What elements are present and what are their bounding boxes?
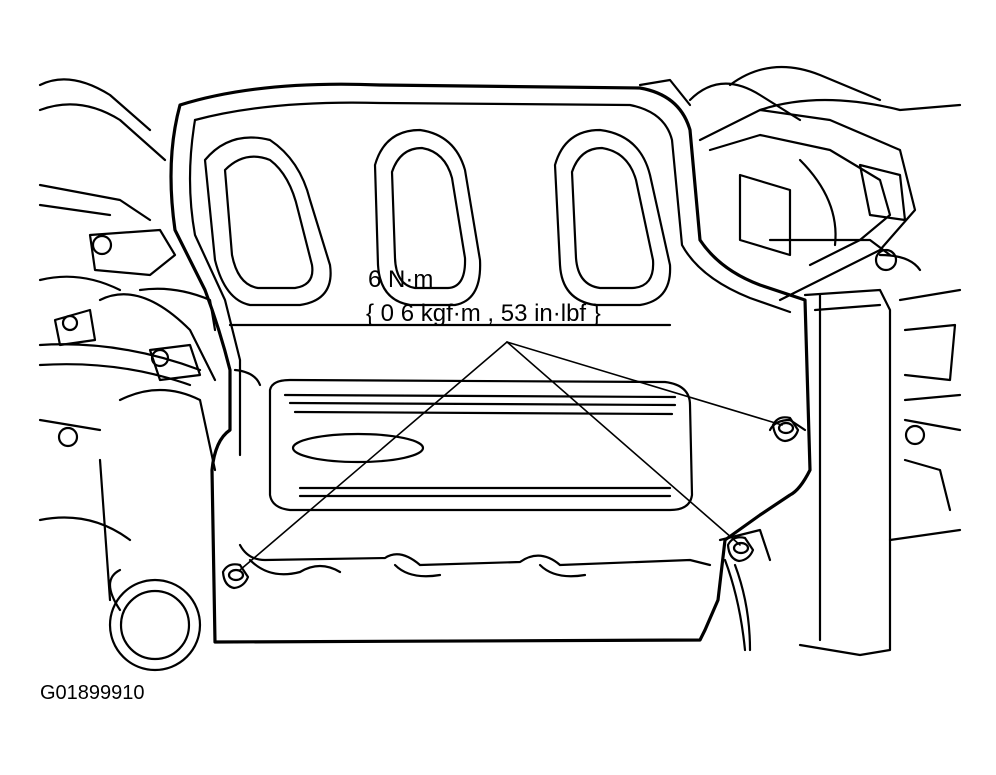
cover-center-panel <box>268 378 694 512</box>
intake-runner-1 <box>203 136 332 307</box>
bolt-right <box>771 416 800 443</box>
intake-runner-3 <box>553 128 672 307</box>
oval-emblem <box>291 432 425 464</box>
torque-spec-alt-units: { 0 6 kgf·m , 53 in·lbf } <box>366 300 601 327</box>
bolt-front-left <box>221 563 250 590</box>
torque-leader-lines <box>239 341 783 571</box>
bolt-front-right <box>726 536 755 563</box>
engine-cover <box>169 82 812 652</box>
side-bracket <box>798 288 962 657</box>
torque-spec-nm: 6 N·m <box>368 266 434 293</box>
background-engine-left <box>38 78 217 672</box>
figure-code: G01899910 <box>40 682 145 704</box>
background-engine-right <box>638 65 962 512</box>
intake-runner-2 <box>373 128 482 307</box>
